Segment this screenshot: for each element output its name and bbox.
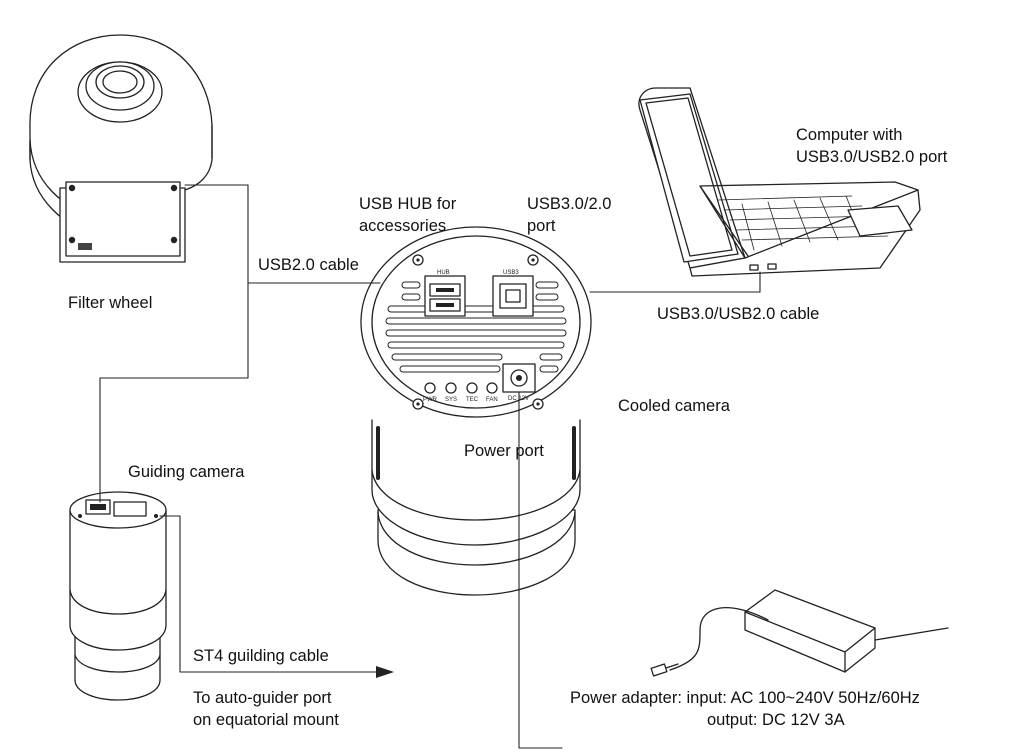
status-leds — [424, 382, 498, 394]
auto-guider-label-line2: on equatorial mount — [193, 711, 339, 729]
computer-label-line2: USB3.0/USB2.0 port — [796, 148, 948, 166]
st4-arrow-icon — [376, 666, 394, 678]
st4-cable-line — [159, 515, 387, 673]
st4-cable-label: ST4 guilding cable — [193, 647, 329, 665]
laptop-illustration — [638, 87, 921, 277]
hub-port-label: HUB — [437, 270, 450, 276]
usb3-port — [492, 275, 534, 317]
panel-screws — [412, 254, 544, 410]
usb3-port-label: USB3 — [503, 270, 519, 276]
led-label-fan: FAN — [486, 397, 498, 403]
power-port-label: Power port — [464, 442, 544, 460]
led-label-tec: TEC — [466, 397, 479, 403]
usb3-cable-label: USB3.0/USB2.0 cable — [657, 305, 820, 323]
usb3-cable-line — [589, 271, 761, 293]
cooled-camera-label: Cooled camera — [618, 397, 730, 415]
cable-lines — [99, 184, 761, 749]
cooled-camera-illustration: HUB USB3 DC 12V PWR SYS TEC FAN — [360, 226, 592, 596]
usb2-cable-label: USB2.0 cable — [258, 256, 359, 274]
guiding-camera-illustration — [69, 491, 167, 701]
led-label-sys: SYS — [445, 397, 457, 403]
guiding-camera-label: Guiding camera — [128, 463, 245, 481]
auto-guider-label-line1: To auto-guider port — [193, 689, 332, 707]
usb-hub-label-line2: accessories — [359, 217, 447, 235]
led-label-pwr: PWR — [423, 397, 438, 403]
camera-vent-slots — [385, 281, 567, 373]
dc-power-jack — [502, 363, 536, 393]
power-adapter-illustration — [650, 589, 949, 677]
usb-port-label-line1: USB3.0/2.0 — [527, 195, 612, 213]
usb-hub-label-line1: USB HUB for — [359, 195, 457, 213]
hub-usb-ports — [424, 275, 466, 317]
adapter-output-label: output: DC 12V 3A — [707, 711, 845, 729]
usb-port-label-line2: port — [527, 217, 556, 235]
computer-label-line1: Computer with — [796, 126, 903, 144]
usb2-cable-line — [99, 184, 249, 503]
filter-wheel-illustration — [29, 34, 213, 263]
power-cable-line — [518, 391, 563, 749]
adapter-input-label: Power adapter: input: AC 100~240V 50Hz/6… — [570, 689, 920, 707]
filter-wheel-label: Filter wheel — [68, 294, 153, 312]
